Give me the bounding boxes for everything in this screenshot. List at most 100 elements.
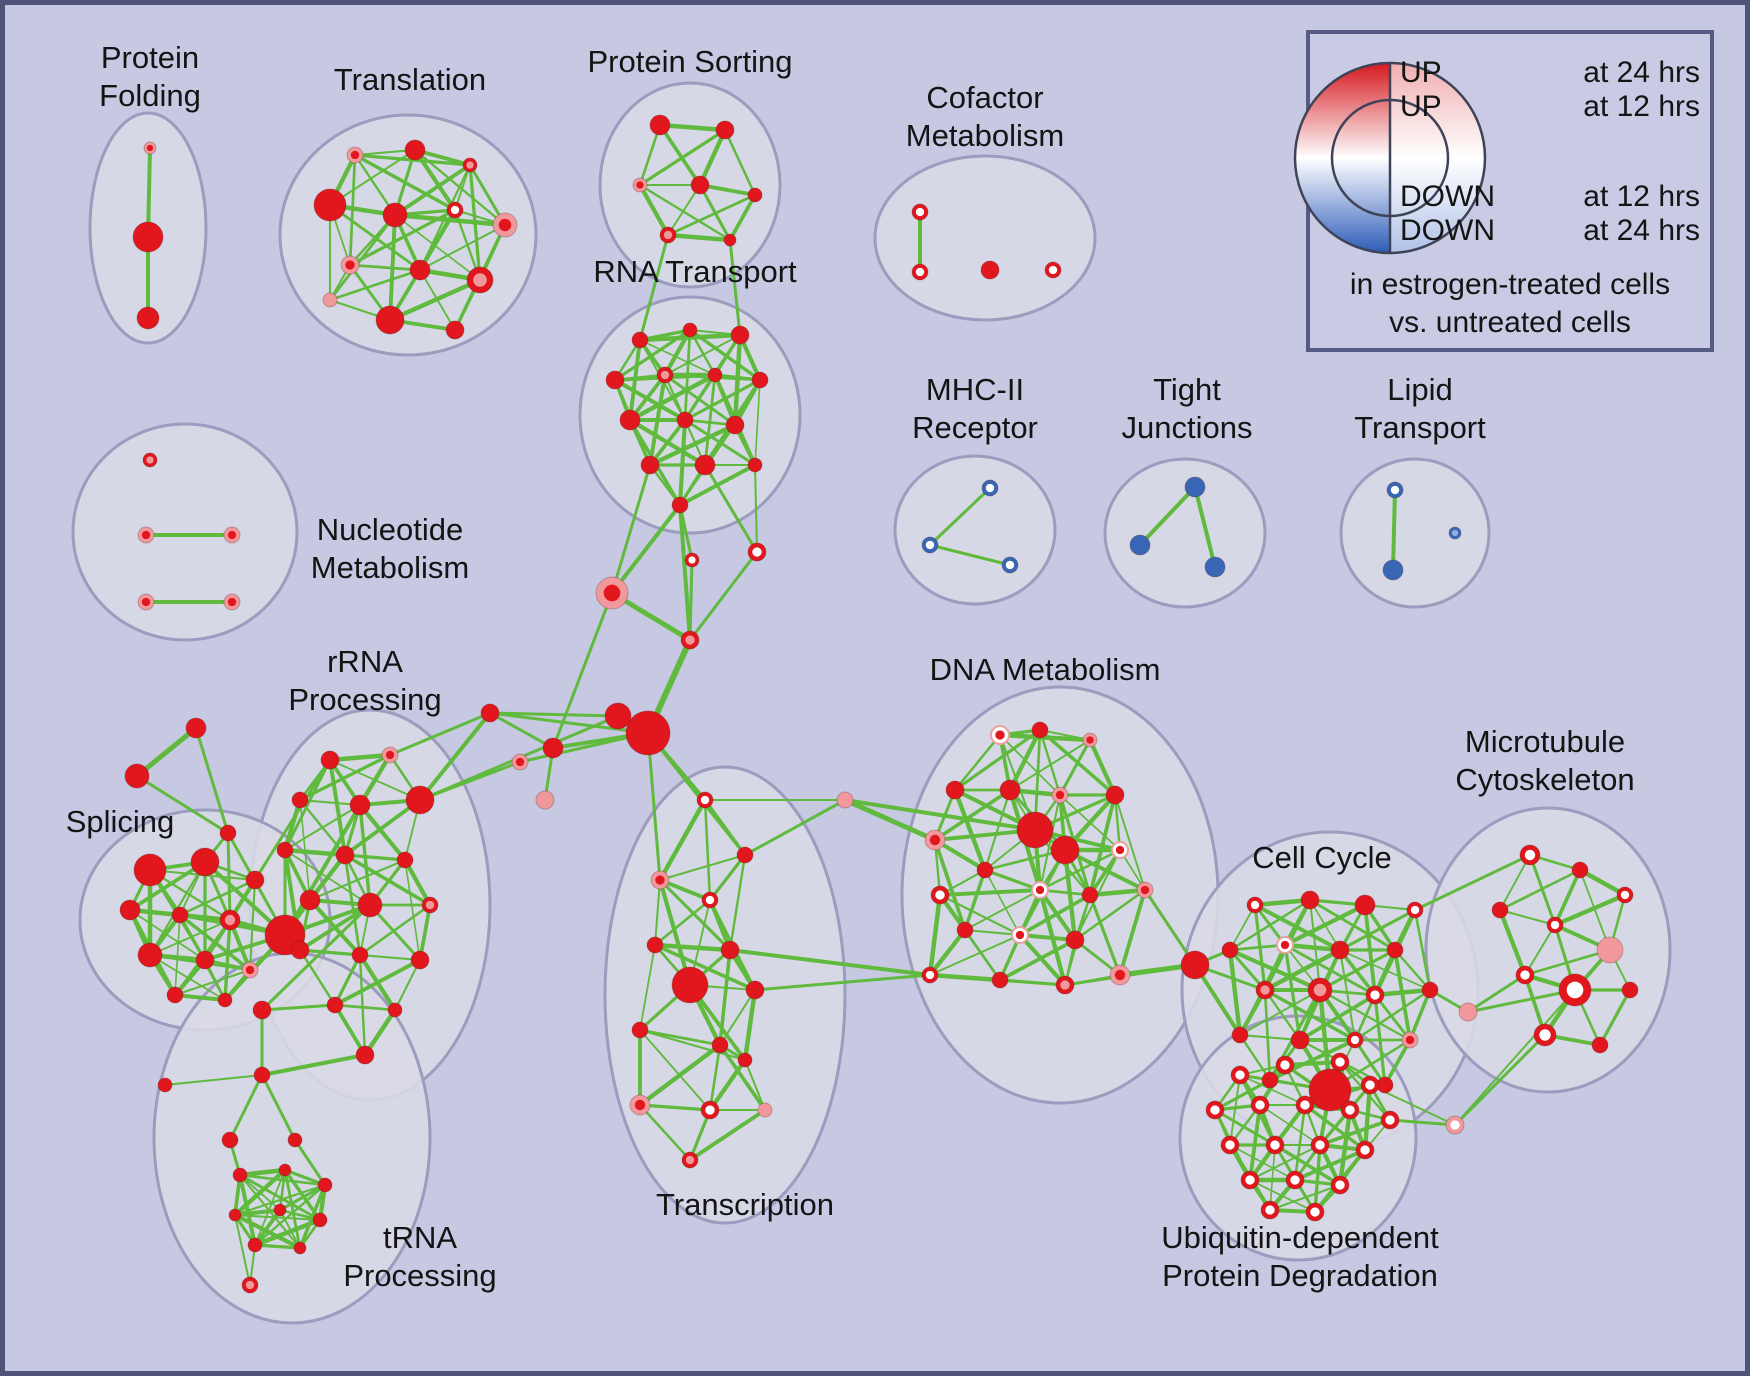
gene-node [1065, 930, 1085, 950]
edge [998, 938, 1077, 982]
node-inner-disc [304, 894, 316, 906]
node-inner-disc [1603, 943, 1617, 957]
edge [343, 798, 422, 857]
node-inner-disc [250, 875, 260, 885]
edge [298, 903, 372, 952]
gene-node [1330, 1175, 1350, 1195]
edge [718, 1043, 767, 1112]
node-inner-disc [221, 996, 229, 1004]
edge [1373, 993, 1412, 1042]
edge [1577, 867, 1628, 898]
edge [1088, 893, 1122, 977]
gene-node [349, 794, 371, 816]
edge [1252, 897, 1313, 908]
node-inner-disc [695, 180, 705, 190]
edge [938, 893, 1022, 937]
node-inner-disc [223, 828, 233, 838]
edge [723, 128, 757, 197]
node-inner-disc [1280, 940, 1290, 950]
node-inner-disc [1015, 930, 1025, 940]
node-inner-disc [685, 635, 695, 645]
gene-node [604, 702, 632, 730]
edge [1413, 853, 1532, 912]
edge [654, 879, 661, 946]
gene-node [700, 1100, 720, 1120]
node-inner-disc [1114, 969, 1126, 981]
node-inner-disc [915, 267, 925, 277]
cluster-label: Transport [1354, 410, 1486, 445]
edge [719, 989, 756, 1046]
gene-node [1448, 526, 1462, 540]
edge [1552, 892, 1628, 928]
gene-node [1129, 534, 1151, 556]
edge [708, 853, 747, 902]
edge [358, 803, 372, 907]
gene-node [1300, 890, 1320, 910]
node-inner-disc [1209, 561, 1221, 573]
node-inner-disc [360, 1050, 370, 1060]
gene-node [355, 1045, 375, 1065]
node-inner-disc [295, 945, 305, 955]
gene-node [462, 157, 478, 173]
edge [1318, 1118, 1392, 1147]
node-inner-disc [611, 709, 625, 723]
node-inner-disc [1025, 820, 1045, 840]
edge [1143, 888, 1197, 967]
gene-node [1044, 261, 1062, 279]
node-inner-disc [225, 1135, 235, 1145]
node-inner-disc [1385, 1115, 1395, 1125]
gene-node [381, 746, 399, 764]
node-inner-disc [316, 1216, 324, 1224]
gene-node [219, 909, 241, 931]
node-inner-disc [1390, 945, 1400, 955]
node-inner-disc [325, 755, 335, 765]
node-inner-disc [1035, 725, 1045, 735]
edge [1229, 1074, 1241, 1146]
gene-node [1055, 975, 1075, 995]
node-inner-disc [995, 730, 1005, 740]
node-inner-disc [1405, 1035, 1415, 1045]
gene-node [707, 367, 723, 383]
edge [1524, 924, 1556, 976]
cluster-label: Nucleotide [317, 512, 463, 547]
node-inner-disc [391, 1006, 399, 1014]
edge [1239, 989, 1321, 1036]
gene-node [252, 1000, 272, 1020]
edge [394, 214, 481, 281]
gene-node [921, 966, 939, 984]
gene-node [605, 370, 625, 390]
gene-node [1596, 936, 1624, 964]
edge [308, 858, 407, 902]
gene-node [991, 971, 1009, 989]
gene-node [1515, 965, 1535, 985]
node-inner-disc [1005, 560, 1015, 570]
edge [1498, 868, 1582, 912]
edge [357, 802, 408, 863]
gene-node [1111, 841, 1129, 859]
cluster-label: Metabolism [311, 550, 470, 585]
node-inner-disc [340, 850, 350, 860]
edge [419, 224, 506, 271]
edge [1308, 898, 1397, 952]
gene-node [747, 187, 763, 203]
gene-node [1558, 973, 1592, 1007]
edge [1114, 794, 1146, 891]
node-inner-disc [915, 207, 925, 217]
edge [1283, 943, 1302, 1042]
edge [329, 149, 416, 206]
node-inner-disc [1300, 1100, 1310, 1110]
node-inner-disc [645, 460, 655, 470]
gene-node [1261, 1071, 1279, 1089]
edge [843, 798, 1037, 832]
edge [293, 1138, 327, 1187]
edge [404, 859, 421, 961]
node-inner-disc [124, 904, 136, 916]
edge [1338, 908, 1417, 952]
edge [368, 903, 422, 962]
gene-node [671, 966, 709, 1004]
cluster-label: Cytoskeleton [1455, 762, 1634, 797]
node-inner-disc [610, 375, 620, 385]
gene-node [357, 892, 383, 918]
edge [1018, 933, 1077, 942]
